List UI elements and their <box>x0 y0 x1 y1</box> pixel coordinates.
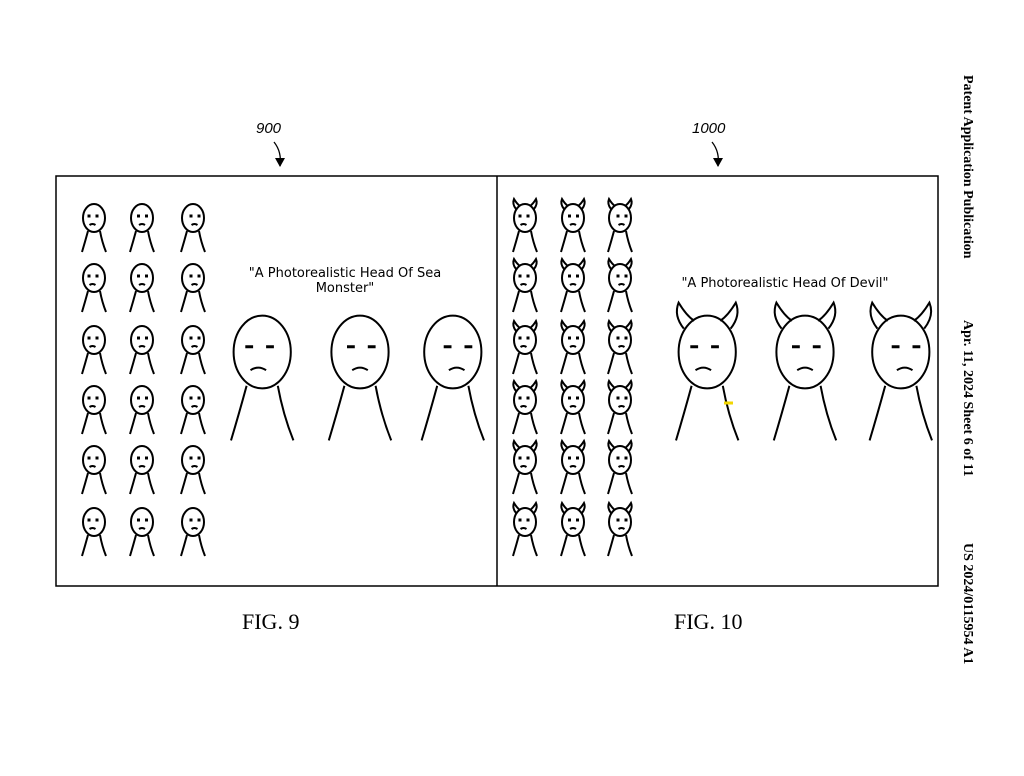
small-head-fig9 <box>180 203 206 253</box>
small-head-fig10 <box>560 378 586 435</box>
figure-label-10: FIG. 10 <box>674 609 743 634</box>
small-head-fig9 <box>129 325 155 375</box>
large-head-fig10 <box>772 300 838 441</box>
small-head-fig9 <box>81 507 107 557</box>
small-head-fig10 <box>560 256 586 313</box>
small-head-fig9 <box>180 325 206 375</box>
ref-number-1000: 1000 <box>692 120 726 137</box>
ref-number-900: 900 <box>256 120 282 137</box>
small-head-fig9 <box>81 203 107 253</box>
small-head-fig10 <box>512 438 538 495</box>
small-head-fig10 <box>560 196 586 253</box>
small-head-fig9 <box>180 263 206 313</box>
large-head-fig10 <box>868 300 933 441</box>
patent-number: US 2024/0115954 A1 <box>960 543 975 665</box>
large-head-fig9 <box>420 314 485 441</box>
small-head-fig10 <box>512 256 538 313</box>
large-head-fig10 <box>675 300 740 441</box>
prompt-fig9: "A Photorealistic Head Of Sea Monster" <box>248 266 442 296</box>
small-head-fig9 <box>180 507 206 557</box>
small-head-fig10 <box>607 318 633 375</box>
large-head-fig9 <box>230 314 295 441</box>
small-head-fig10 <box>607 500 633 557</box>
small-head-fig10 <box>512 500 538 557</box>
small-head-fig10 <box>512 196 538 253</box>
small-head-fig10 <box>607 378 633 435</box>
ref-arrowhead-900 <box>275 158 285 167</box>
small-head-fig10 <box>560 318 586 375</box>
date-sheet: Apr. 11, 2024 Sheet 6 of 11 <box>960 320 975 477</box>
small-head-fig10 <box>560 438 586 495</box>
small-head-fig9 <box>129 445 155 495</box>
small-head-fig9 <box>180 385 206 435</box>
small-head-fig9 <box>81 445 107 495</box>
small-head-fig9 <box>129 507 155 557</box>
small-head-fig9 <box>81 263 107 313</box>
small-head-fig10 <box>560 500 586 557</box>
figure-label-9: FIG. 9 <box>242 609 300 634</box>
large-head-fig9 <box>327 314 393 441</box>
prompt-fig10: "A Photorealistic Head Of Devil" <box>681 276 889 291</box>
small-head-fig9 <box>129 385 155 435</box>
small-head-fig10 <box>512 318 538 375</box>
small-head-fig10 <box>512 378 538 435</box>
small-head-fig10 <box>607 256 633 313</box>
small-head-fig9 <box>180 445 206 495</box>
small-head-fig9 <box>81 385 107 435</box>
small-head-fig9 <box>129 263 155 313</box>
small-head-fig9 <box>81 325 107 375</box>
small-head-fig10 <box>607 438 633 495</box>
ref-arrowhead-1000 <box>713 158 723 167</box>
publication-title: Patent Application Publication <box>960 75 975 259</box>
small-head-fig10 <box>607 196 633 253</box>
small-head-fig9 <box>129 203 155 253</box>
